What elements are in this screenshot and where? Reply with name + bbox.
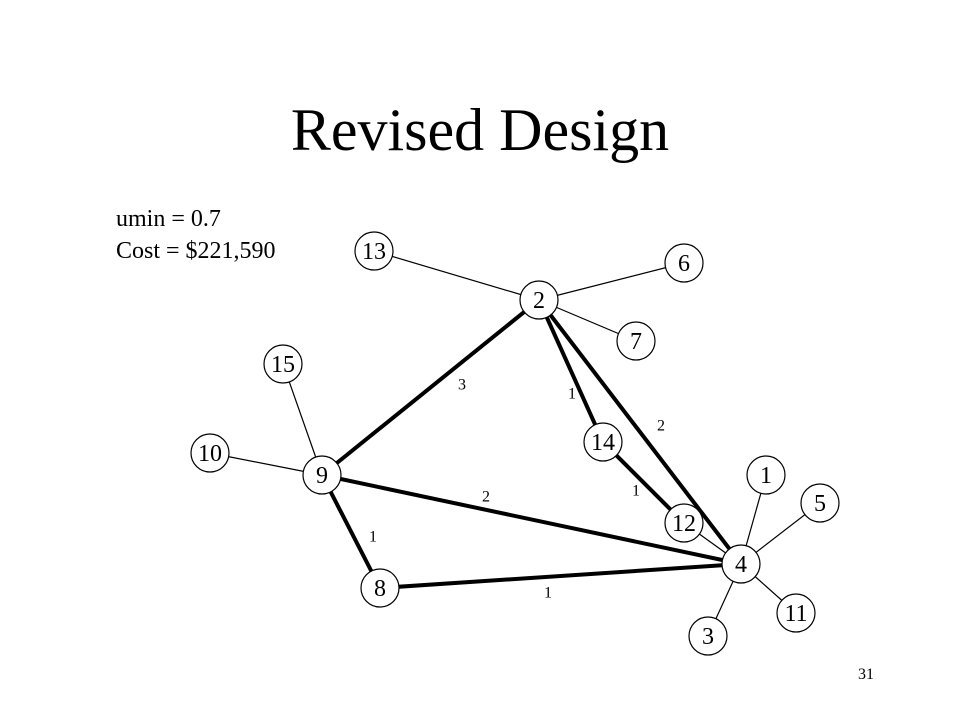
node-circle-8 [360, 568, 400, 608]
node-label-4: 4 [735, 552, 747, 578]
node-15: 15 [263, 344, 303, 384]
trunk-link-2-4 [537, 298, 743, 566]
node-circle-1 [746, 455, 786, 495]
node-label-5: 5 [814, 491, 826, 517]
edge-labels-layer: 3 1 2 1 2 1 1 [369, 377, 665, 602]
node-circle-4 [721, 544, 761, 584]
node-label-10: 10 [198, 441, 222, 467]
cost-text: Cost = $221,590 [116, 238, 276, 264]
node-2: 2 [519, 280, 559, 320]
node-10: 10 [190, 433, 230, 473]
node-12: 12 [664, 503, 704, 543]
edge-label-9-8: 1 [369, 529, 377, 546]
edge-label-2-4: 2 [657, 418, 665, 435]
trunk-link-9-8 [320, 474, 382, 589]
trunk-link-9-4 [321, 473, 742, 566]
node-label-14: 14 [591, 430, 615, 456]
node-14: 14 [583, 422, 623, 462]
design-info: umin = 0.7 Cost = $221,590 [116, 203, 276, 267]
trunk-link-2-14 [537, 299, 605, 443]
node-circle-15 [263, 344, 303, 384]
edge-label-2-14: 1 [568, 386, 576, 403]
node-circle-6 [664, 243, 704, 283]
umin-text: umin = 0.7 [116, 206, 221, 232]
trunk-link-2-9 [320, 298, 541, 477]
node-label-7: 7 [630, 329, 642, 355]
node-label-2: 2 [533, 288, 545, 314]
node-9: 9 [302, 455, 342, 495]
node-label-11: 11 [784, 601, 807, 627]
node-circle-14 [583, 422, 623, 462]
node-circle-12 [664, 503, 704, 543]
node-1: 1 [746, 455, 786, 495]
node-label-8: 8 [374, 576, 386, 602]
edge-label-9-4: 2 [482, 489, 490, 506]
node-label-9: 9 [316, 463, 328, 489]
node-circle-13 [354, 231, 394, 271]
node-6: 6 [664, 243, 704, 283]
edge-label-8-4: 1 [544, 585, 552, 602]
node-circle-2 [519, 280, 559, 320]
slide-title: Revised Design [290, 97, 670, 163]
node-7: 7 [616, 321, 656, 361]
node-label-13: 13 [362, 239, 386, 265]
node-circle-10 [190, 433, 230, 473]
page-number: 31 [858, 666, 874, 683]
node-circle-9 [302, 455, 342, 495]
edge-label-14-12: 1 [632, 483, 640, 500]
node-label-12: 12 [672, 511, 696, 537]
node-3: 3 [688, 616, 728, 656]
node-8: 8 [360, 568, 400, 608]
node-circle-3 [688, 616, 728, 656]
node-13: 13 [354, 231, 394, 271]
node-label-1: 1 [760, 463, 772, 489]
edge-label-2-9: 3 [458, 377, 466, 394]
node-5: 5 [800, 483, 840, 523]
access-link-15-9 [282, 363, 323, 476]
node-label-6: 6 [678, 251, 690, 277]
node-11: 11 [776, 593, 816, 633]
node-label-3: 3 [702, 624, 714, 650]
node-circle-11 [776, 593, 816, 633]
node-4: 4 [721, 544, 761, 584]
access-link-13-2 [373, 250, 540, 301]
access-link-6-2 [538, 262, 685, 301]
node-label-15: 15 [271, 352, 295, 378]
node-circle-5 [800, 483, 840, 523]
node-circle-7 [616, 321, 656, 361]
trunk-link-8-4 [379, 562, 742, 590]
